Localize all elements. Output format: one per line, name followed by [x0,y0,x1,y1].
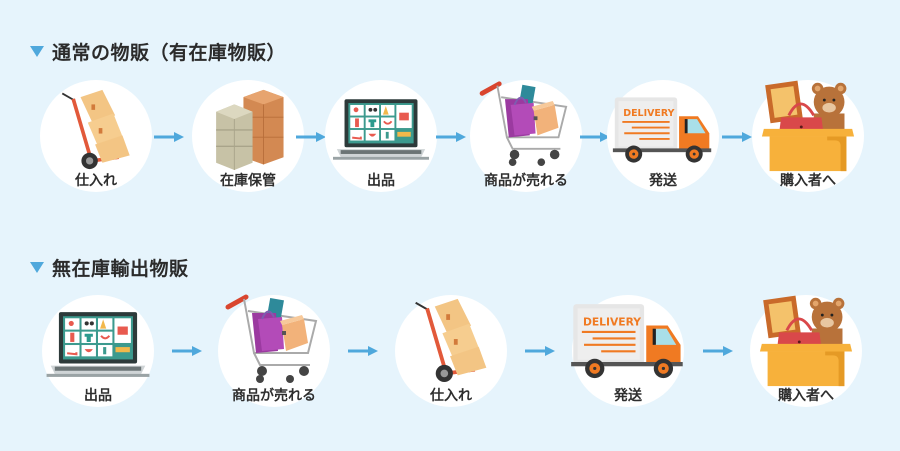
shopping-cart-icon [224,293,324,383]
hand-truck-boxes-icon [55,88,137,170]
stacked-boxes-icon [207,88,289,170]
step-label: 在庫保管 [220,173,276,189]
step-label: 出品 [84,388,112,404]
arrow-right-icon [154,132,184,142]
step-shiire: 仕入れ [395,295,507,407]
step-label: 仕入れ [75,173,117,189]
step-label: 商品が売れる [484,173,568,189]
step-kounyusha: 購入者へ [750,295,862,407]
section-title-text: 通常の物販（有在庫物販） [52,42,287,64]
arrow-right-icon [348,346,378,356]
step-label: 商品が売れる [232,388,316,404]
arrow-right-icon [436,132,466,142]
arrow-right-icon [296,132,326,142]
step-kounyusha: 購入者へ [752,80,864,192]
step-urete: 商品が売れる [470,80,582,192]
step-label: 仕入れ [430,388,472,404]
arrow-right-icon [172,346,202,356]
laptop-shop-icon [46,308,150,380]
step-shuppin: 出品 [42,295,154,407]
laptop-shop-icon [333,95,429,163]
triangle-marker-icon [30,46,44,57]
step-shiire: 仕入れ [40,80,152,192]
step-label: 購入者へ [778,388,834,404]
step-label: 発送 [649,173,677,189]
step-label: 発送 [614,388,642,404]
arrow-right-icon [525,346,555,356]
arrow-right-icon [580,132,610,142]
shopping-cart-icon [478,80,574,166]
step-hassou: 発送 [607,80,719,192]
triangle-marker-icon [30,262,44,273]
arrow-right-icon [722,132,752,142]
gift-box-icon [760,77,856,173]
delivery-truck-icon [611,93,715,165]
step-label: 購入者へ [780,173,836,189]
step-label: 出品 [367,173,395,189]
step-hassou: 発送 [572,295,684,407]
gift-box-icon [758,292,854,388]
step-zaiko-hokan: 在庫保管 [192,80,304,192]
step-urete: 商品が売れる [218,295,330,407]
step-shuppin: 出品 [325,80,437,192]
section-title-dropship: 無在庫輸出物販 [30,254,189,281]
section-title-stocked: 通常の物販（有在庫物販） [30,38,286,65]
delivery-truck-icon [569,299,687,381]
arrow-right-icon [703,346,733,356]
hand-truck-boxes-icon [408,297,494,383]
section-title-text: 無在庫輸出物販 [52,258,189,280]
